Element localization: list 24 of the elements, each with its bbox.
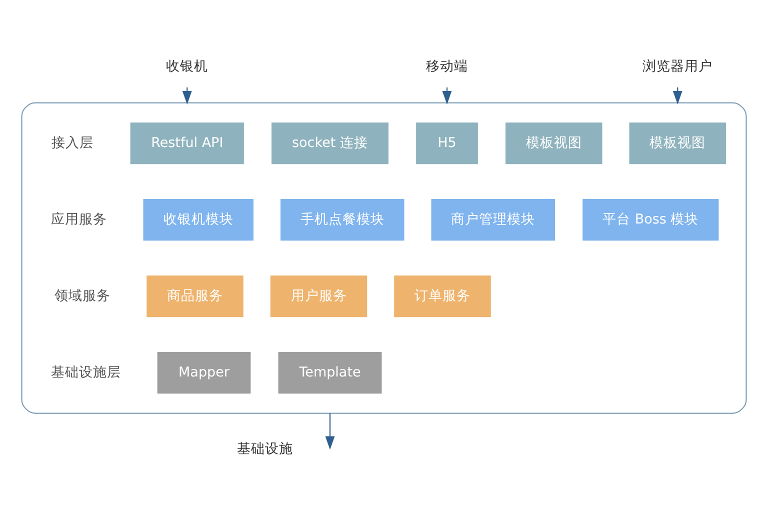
node-box: 订单服务	[394, 274, 491, 317]
node-box: Template	[278, 351, 382, 394]
node-box: 商户管理模块	[431, 198, 555, 240]
label: 领域服务	[54, 287, 110, 304]
node-box: 手机点餐模块	[280, 198, 404, 240]
node-text: 收银机	[166, 58, 208, 74]
node-text: 浏览器用户	[642, 58, 713, 74]
node-box: 收银机模块	[143, 198, 254, 240]
node-box: 模板视图	[506, 122, 602, 164]
node-box: socket 连接	[272, 122, 388, 164]
node-box: Restful API	[130, 122, 244, 164]
label: 基础设施	[236, 440, 293, 456]
node-box: 模板视图	[629, 122, 726, 164]
label: 应用服务	[51, 210, 108, 227]
node-box: H5	[416, 122, 478, 164]
node-box: 平台 Boss 模块	[582, 198, 719, 240]
node-box: 商品服务	[146, 274, 244, 317]
node-text: 移动端	[426, 58, 468, 74]
cluster	[21, 102, 747, 414]
label: 基础设施层	[50, 364, 121, 380]
arrow	[325, 412, 335, 450]
label: 接入层	[51, 134, 94, 150]
node-box: Mapper	[157, 351, 251, 394]
node-box: 用户服务	[270, 274, 368, 317]
